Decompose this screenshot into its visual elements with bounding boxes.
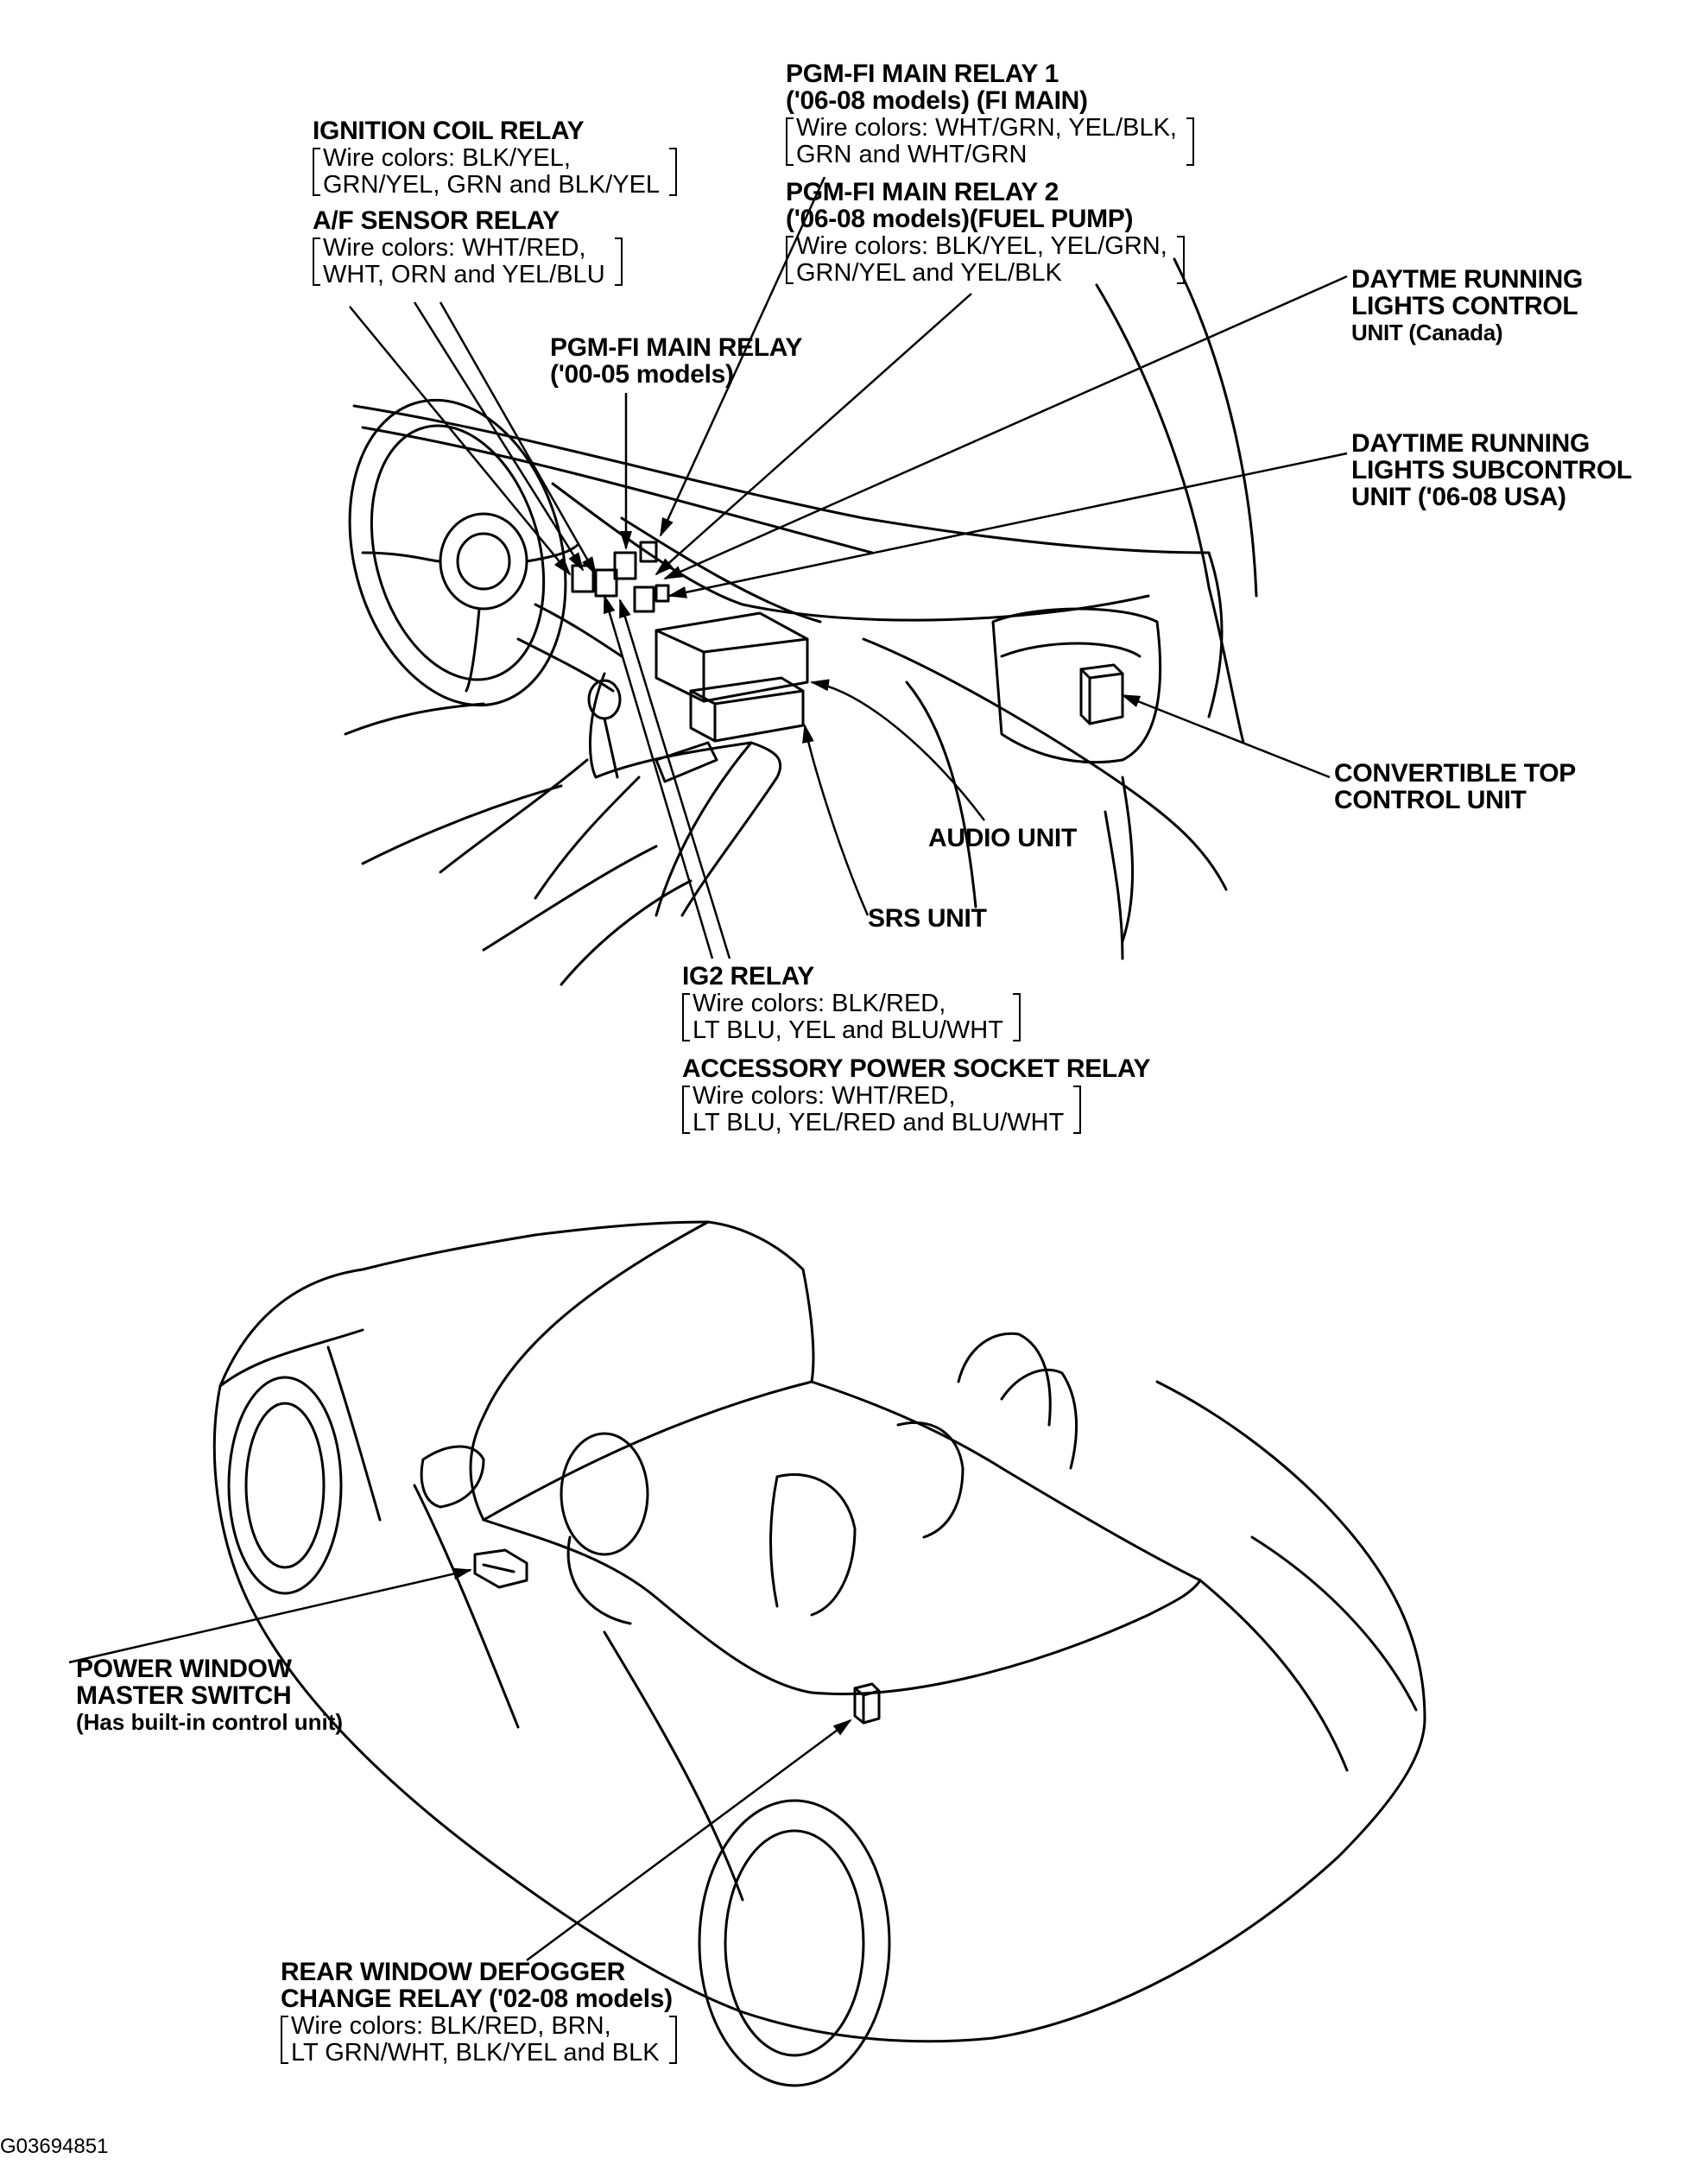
drl-control-unit-title-1: DAYTME RUNNING <box>1351 265 1584 294</box>
ig2-relay-wire-1: Wire colors: BLK/RED, <box>693 990 946 1017</box>
label-power-window-master-switch: POWER WINDOW MASTER SWITCH (Has built-in… <box>76 1655 343 1735</box>
defogger-relay-title-1: REAR WINDOW DEFOGGER <box>281 1958 625 1986</box>
label-drl-subcontrol-unit: DAYTIME RUNNING LIGHTS SUBCONTROL UNIT (… <box>1351 430 1632 510</box>
pgmfi-relay2-wire-1: Wire colors: BLK/YEL, YEL/GRN, <box>796 232 1167 260</box>
label-pgmfi-main-relay-2: PGM-FI MAIN RELAY 2 ('06-08 models)(FUEL… <box>786 179 1185 287</box>
ig2-relay-wire-colors: Wire colors: BLK/RED, LT BLU, YEL and BL… <box>682 991 1021 1044</box>
pgmfi-relay1-title-1: PGM-FI MAIN RELAY 1 <box>786 60 1059 88</box>
accessory-socket-relay-wire-2: LT BLU, YEL/RED and BLU/WHT <box>693 1109 1065 1136</box>
pgmfi-relay1-wire-colors: Wire colors: WHT/GRN, YEL/BLK, GRN and W… <box>786 115 1194 168</box>
pgmfi-main-relay-title-1: PGM-FI MAIN RELAY <box>550 333 803 362</box>
ig2-relay-title: IG2 RELAY <box>682 962 814 991</box>
convertible-top-title-1: CONVERTIBLE TOP <box>1334 759 1576 788</box>
pgmfi-relay2-title-1: PGM-FI MAIN RELAY 2 <box>786 178 1059 206</box>
power-window-subtitle: (Has built-in control unit) <box>76 1709 344 1735</box>
figure-code: G03694851 <box>0 2135 109 2158</box>
pgmfi-relay1-title-2: ('06-08 models) (FI MAIN) <box>786 86 1088 115</box>
ig2-relay-wire-2: LT BLU, YEL and BLU/WHT <box>693 1016 1003 1044</box>
drl-control-unit-title-3: UNIT (Canada) <box>1351 320 1503 345</box>
ignition-coil-relay-wire-colors: Wire colors: BLK/YEL, GRN/YEL, GRN and B… <box>313 144 678 199</box>
af-sensor-relay-wire-1: Wire colors: WHT/RED, <box>323 234 586 262</box>
pgmfi-relay2-title-2: ('06-08 models)(FUEL PUMP) <box>786 205 1134 233</box>
car-illustration <box>212 1220 1426 2087</box>
pgmfi-relay1-wire-1: Wire colors: WHT/GRN, YEL/BLK, <box>796 114 1177 142</box>
convertible-top-title-2: CONTROL UNIT <box>1334 786 1527 814</box>
drl-subcontrol-unit-title-3: UNIT ('06-08 USA) <box>1351 483 1566 511</box>
label-ignition-coil-relay: IGNITION COIL RELAY Wire colors: BLK/YEL… <box>313 117 678 199</box>
af-sensor-relay-title: A/F SENSOR RELAY <box>313 206 560 235</box>
ignition-coil-relay-wire-1: Wire colors: BLK/YEL, <box>323 144 571 172</box>
pgmfi-relay2-wire-colors: Wire colors: BLK/YEL, YEL/GRN, GRN/YEL a… <box>786 233 1185 287</box>
audio-unit-title: AUDIO UNIT <box>928 824 1077 852</box>
defogger-relay-title-2: CHANGE RELAY ('02-08 models) <box>281 1985 673 2013</box>
leader-lines <box>68 176 1348 1962</box>
defogger-relay-wire-2: LT GRN/WHT, BLK/YEL and BLK <box>291 2039 660 2067</box>
defogger-relay-wire-1: Wire colors: BLK/RED, BRN, <box>291 2012 611 2040</box>
label-pgmfi-main-relay-1: PGM-FI MAIN RELAY 1 ('06-08 models) (FI … <box>786 60 1194 168</box>
label-af-sensor-relay: A/F SENSOR RELAY Wire colors: WHT/RED, W… <box>313 207 623 288</box>
power-window-title-1: POWER WINDOW <box>76 1655 292 1683</box>
label-drl-control-unit: DAYTME RUNNING LIGHTS CONTROL UNIT (Cana… <box>1351 266 1583 345</box>
accessory-socket-relay-title: ACCESSORY POWER SOCKET RELAY <box>682 1054 1151 1083</box>
ignition-coil-relay-title: IGNITION COIL RELAY <box>313 117 585 145</box>
af-sensor-relay-wire-colors: Wire colors: WHT/RED, WHT, ORN and YEL/B… <box>313 235 623 288</box>
pgmfi-relay2-wire-2: GRN/YEL and YEL/BLK <box>796 259 1062 287</box>
label-accessory-power-socket-relay: ACCESSORY POWER SOCKET RELAY Wire colors… <box>682 1054 1151 1136</box>
label-rear-window-defogger-relay: REAR WINDOW DEFOGGER CHANGE RELAY ('02-0… <box>281 1959 677 2067</box>
label-ig2-relay: IG2 RELAY Wire colors: BLK/RED, LT BLU, … <box>682 963 1021 1044</box>
drl-control-unit-title-2: LIGHTS CONTROL <box>1351 292 1578 320</box>
pgmfi-relay1-wire-2: GRN and WHT/GRN <box>796 141 1028 168</box>
power-window-title-2: MASTER SWITCH <box>76 1681 292 1710</box>
drl-subcontrol-unit-title-1: DAYTIME RUNNING <box>1351 429 1591 458</box>
ignition-coil-relay-wire-2: GRN/YEL, GRN and BLK/YEL <box>323 171 661 199</box>
accessory-socket-relay-wire-colors: Wire colors: WHT/RED, LT BLU, YEL/RED an… <box>682 1082 1082 1136</box>
accessory-socket-relay-wire-1: Wire colors: WHT/RED, <box>693 1082 956 1110</box>
defogger-relay-wire-colors: Wire colors: BLK/RED, BRN, LT GRN/WHT, B… <box>281 2013 677 2067</box>
srs-unit-title: SRS UNIT <box>868 904 987 933</box>
af-sensor-relay-wire-2: WHT, ORN and YEL/BLU <box>323 261 605 288</box>
label-convertible-top-control-unit: CONVERTIBLE TOP CONTROL UNIT <box>1334 760 1576 813</box>
label-pgmfi-main-relay: PGM-FI MAIN RELAY ('00-05 models) <box>550 334 802 388</box>
pgmfi-main-relay-title-2: ('00-05 models) <box>550 360 734 389</box>
label-audio-unit: AUDIO UNIT <box>928 825 1077 851</box>
drl-subcontrol-unit-title-2: LIGHTS SUBCONTROL <box>1351 456 1632 484</box>
label-srs-unit: SRS UNIT <box>868 905 987 932</box>
dashboard-illustration <box>344 257 1258 986</box>
